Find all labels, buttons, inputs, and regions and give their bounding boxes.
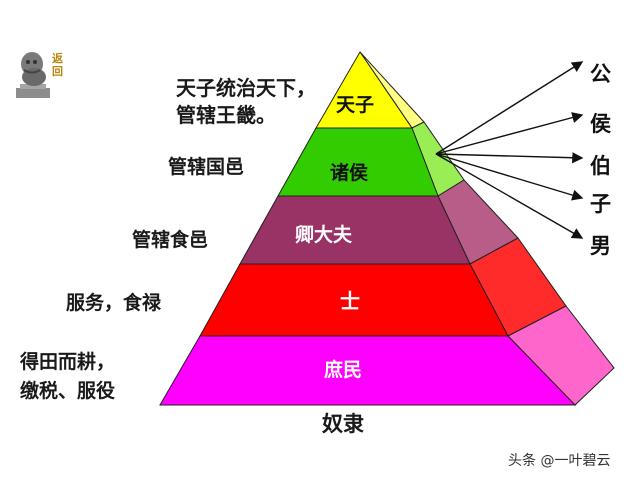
arrow-to-rank-zi: [435, 153, 584, 201]
arrow-to-rank-nan: [435, 153, 584, 239]
pyramid-layer-shumin: [159, 335, 577, 406]
rank-nan: 男: [590, 234, 611, 258]
watermark: 头条 @一叶碧云: [508, 453, 611, 469]
arrow-to-rank-bo: [435, 152, 584, 164]
rank-arrows: [435, 61, 584, 239]
back-button[interactable]: [12, 44, 72, 100]
annotation-shi: 服务，食禄: [66, 292, 162, 314]
annotation-zhuhou: 管辖国邑: [168, 156, 245, 178]
pyramid-layer-qingdafu: [239, 195, 471, 265]
rank-zi: 子: [590, 192, 611, 216]
arrow-to-rank-hou: [435, 112, 584, 155]
base-label-nuli: 奴隶: [322, 412, 364, 436]
annotation-qingdafu: 管辖食邑: [132, 229, 209, 251]
layer-label-tianzi: 天子: [336, 94, 375, 116]
lion-statue-icon: [16, 52, 50, 98]
layer-label-shi: 士: [340, 289, 360, 313]
layer-label-shumin: 庶民: [324, 359, 363, 381]
annotation-shumin-line1: 得田而耕，: [20, 351, 116, 373]
rank-gong: 公: [590, 62, 611, 86]
annotation-shumin-line2: 缴税、服役: [20, 380, 116, 402]
layer-label-qingdafu: 卿大夫: [295, 224, 353, 246]
rank-hou: 侯: [590, 112, 611, 136]
annotation-tianzi-line1: 天子统治天下，: [176, 76, 316, 100]
rank-bo: 伯: [590, 154, 611, 178]
arrow-to-rank-gong: [435, 61, 584, 155]
back-label[interactable]: 返回: [52, 52, 63, 78]
annotation-tianzi-line2: 管辖王畿。: [176, 103, 276, 127]
layer-label-zhuhou: 诸侯: [330, 162, 369, 184]
